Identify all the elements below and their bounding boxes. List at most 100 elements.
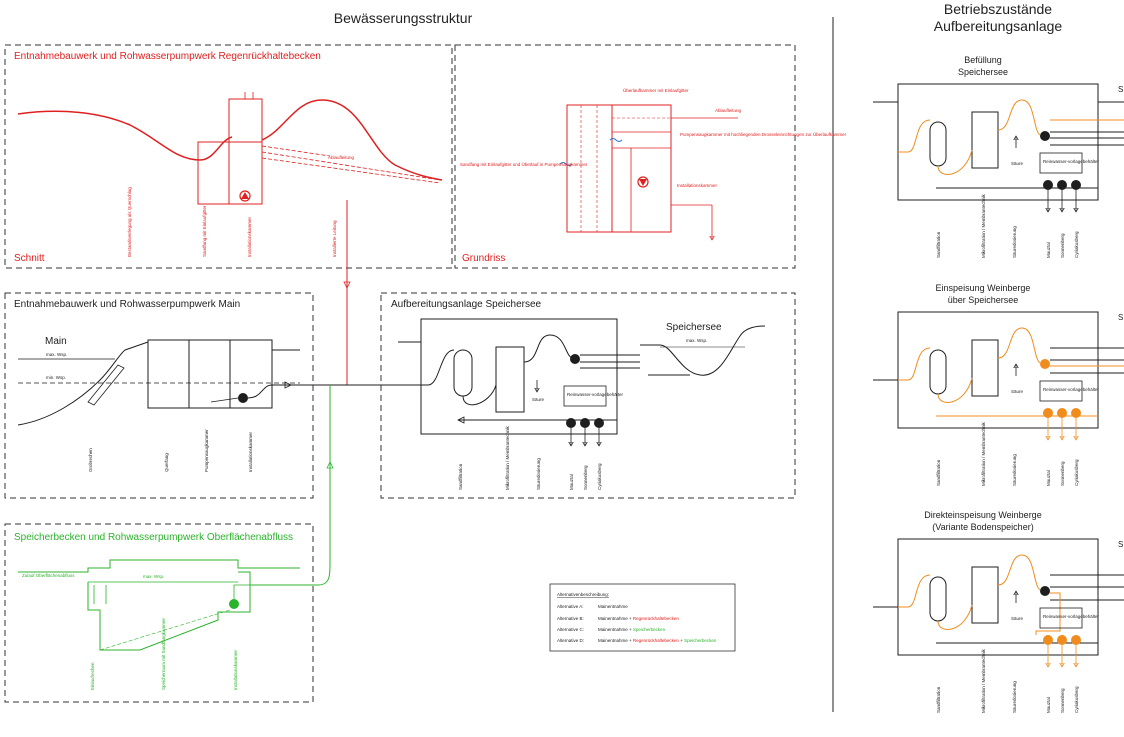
state-vertical: Sandfiltration bbox=[936, 459, 941, 486]
schnitt-label: Schnitt bbox=[14, 253, 45, 264]
main-vertical-2: Querfang bbox=[164, 453, 169, 472]
green-box-title: Speicherbecken und Rohwasserpumpwerk Obe… bbox=[14, 532, 293, 543]
aufb-box bbox=[380, 292, 796, 499]
grundriss-plan bbox=[559, 104, 738, 240]
schnitt-vertical-3: Installationskammer bbox=[247, 216, 252, 257]
speichersee-label: Speichersee bbox=[666, 322, 722, 333]
legend-desc: Mainentnahme + Regenrückhaltebecken + Sp… bbox=[598, 638, 717, 643]
aufb-saeure: Säure bbox=[532, 397, 545, 402]
aufb-vertical-6: Cyriakusberg bbox=[597, 463, 602, 490]
state-vertical: Mauztal bbox=[1046, 242, 1051, 258]
green-vertical-1: Einlaufrechen bbox=[90, 662, 95, 690]
main-min-label: min. Wsp. bbox=[46, 375, 66, 380]
state-diagram: Säure Reinwasser-vorlagebehälter S Sandf… bbox=[873, 83, 1124, 258]
state-title-line1: Befüllung bbox=[964, 55, 1002, 65]
state-diagram: Säure Reinwasser-vorlagebehälter S Sandf… bbox=[873, 311, 1124, 486]
aufb-tank-label: Reinwasser-vorlagebehälter bbox=[567, 392, 624, 397]
schnitt-vertical-2: Sandfang mit Einlaufgitter bbox=[202, 205, 207, 257]
state-vertical: Sonnenberg bbox=[1060, 233, 1065, 258]
main-vertical-3: Pumpensaugkammer bbox=[204, 429, 209, 472]
state-vertical: Sonnenberg bbox=[1060, 688, 1065, 713]
state-tank: Reinwasser-vorlagebehälter bbox=[1043, 614, 1100, 619]
main-river-label: Main bbox=[45, 336, 67, 347]
green-vertical-2: Speicherraum mit Sandfangkammer bbox=[161, 617, 166, 690]
legend-desc: Mainentnahme + Regenrückhaltebecken bbox=[598, 616, 679, 621]
schnitt-chamber-lower bbox=[197, 141, 263, 205]
state-vertical: Sandfiltration bbox=[936, 231, 941, 258]
aufb-vertical-1: Sandfiltration bbox=[458, 463, 463, 490]
state-edge-letter: S bbox=[1118, 540, 1123, 549]
green-vertical-3: Installationskammer bbox=[233, 649, 238, 690]
main-structure bbox=[147, 339, 273, 409]
legend-alt: Alternative A: bbox=[557, 604, 584, 609]
grund-pump-label: Pumpensaugkammer mit hochliegenden Dross… bbox=[680, 131, 847, 137]
state-vertical: Sonnenberg bbox=[1060, 461, 1065, 486]
legend-row: Alternative C: Mainentnahme + Speicherbe… bbox=[557, 627, 666, 632]
side-title-line1: Betriebszustände bbox=[944, 1, 1052, 17]
aufb-max-label: max. Wsp. bbox=[686, 338, 707, 343]
legend-alt: Alternative D: bbox=[557, 638, 584, 643]
state-vertical: Mikrofiltration / Membrantechnik bbox=[981, 421, 986, 486]
legend-title: Alternativenbeschreibung: bbox=[557, 592, 609, 597]
side-title-line2: Aufbereitungsanlage bbox=[934, 18, 1063, 34]
main-max-label: max. Wsp. bbox=[46, 352, 67, 357]
legend-row: Alternative B: Mainentnahme + Regenrückh… bbox=[557, 616, 679, 621]
main-box bbox=[4, 292, 314, 499]
schnitt-vertical-1: Bestandsverlegung als Querschlag bbox=[127, 187, 132, 257]
state-saeure: Säure bbox=[1011, 389, 1024, 394]
state-title-line1: Einspeisung Weinberge bbox=[936, 283, 1031, 293]
state-title-line2: Speichersee bbox=[958, 67, 1008, 77]
state-vertical: Säuredosierung bbox=[1012, 681, 1017, 713]
state-vertical: Säuredosierung bbox=[1012, 454, 1017, 486]
green-zulauf-label: Zulauf Oberflächenabfluss bbox=[22, 573, 75, 578]
grund-ueberlauf-label: Überlaufkammer mit Einlaufgitter bbox=[623, 87, 689, 93]
green-section: Speicherbecken und Rohwasserpumpwerk Obe… bbox=[4, 385, 334, 703]
schnitt-vertical-4: Installierte Leitung bbox=[332, 220, 337, 257]
aufb-box-title: Aufbereitungsanlage Speichersee bbox=[391, 299, 542, 310]
legend-desc: Mainentnahme bbox=[598, 604, 628, 609]
aufb-vertical-4: Mauztal bbox=[569, 474, 574, 490]
grundriss-label: Grundriss bbox=[462, 253, 505, 264]
grundriss-wave-icon bbox=[559, 162, 573, 166]
state-direkt: Direkteinspeisung Weinberge (Variante Bo… bbox=[924, 510, 1041, 532]
red-box-right bbox=[454, 44, 796, 269]
grund-sandfang-label: Sandfang mit Einlaufgitter und Überlauf … bbox=[460, 161, 588, 167]
grund-install-label: Installationskammer bbox=[677, 183, 718, 188]
red-section: Entnahmebauwerk und Rohwasserpumpwerk Re… bbox=[4, 44, 847, 385]
state-vertical: Cyriakusberg bbox=[1074, 231, 1079, 258]
green-pump-icon bbox=[229, 599, 239, 609]
green-max-label: max. Wsp. bbox=[143, 574, 164, 579]
state-tank: Reinwasser-vorlagebehälter bbox=[1043, 387, 1100, 392]
state-vertical: Sandfiltration bbox=[936, 686, 941, 713]
state-saeure: Säure bbox=[1011, 161, 1024, 166]
schnitt-basin bbox=[261, 99, 443, 181]
state-einspeisung: Einspeisung Weinberge über Speichersee bbox=[936, 283, 1031, 305]
aufb-tank bbox=[563, 385, 607, 407]
main-title: Bewässerungsstruktur bbox=[334, 10, 473, 26]
red-box-left bbox=[4, 44, 453, 269]
state-vertical: Cyriakusberg bbox=[1074, 459, 1079, 486]
schnitt-pump-icon bbox=[239, 190, 251, 202]
state-tank: Reinwasser-vorlagebehälter bbox=[1043, 159, 1100, 164]
state-title-line1: Direkteinspeisung Weinberge bbox=[924, 510, 1041, 520]
state-vertical: Cyriakusberg bbox=[1074, 686, 1079, 713]
schnitt-ablauf-label: Ablaufleitung bbox=[328, 155, 355, 160]
aufb-plant bbox=[420, 318, 618, 435]
state-edge-letter: S bbox=[1118, 85, 1123, 94]
aufb-vertical-2: Mikrofiltration / Membrantechnik bbox=[505, 425, 510, 490]
state-title-line2: über Speichersee bbox=[948, 295, 1019, 305]
green-basin bbox=[87, 571, 251, 651]
grund-ablauf-label: Ablaufleitung bbox=[715, 108, 742, 113]
grundriss-pump-icon bbox=[637, 176, 649, 188]
states-panel: Befüllung Speichersee Einspeisung Weinbe… bbox=[873, 55, 1124, 713]
green-box bbox=[4, 523, 314, 703]
main-box-title: Entnahmebauwerk und Rohwasserpumpwerk Ma… bbox=[14, 299, 240, 310]
red-box-title: Entnahmebauwerk und Rohwasserpumpwerk Re… bbox=[14, 51, 321, 62]
speichersee-shape bbox=[640, 325, 766, 376]
main-pump-icon bbox=[238, 393, 248, 403]
aufb-vertical-3: Säuredosierung bbox=[536, 458, 541, 490]
legend-desc: Mainentnahme + Speicherbecken bbox=[598, 627, 666, 632]
state-vertical: Mauztal bbox=[1046, 470, 1051, 486]
legend-row: Alternative D: Mainentnahme + Regenrückh… bbox=[557, 638, 717, 643]
